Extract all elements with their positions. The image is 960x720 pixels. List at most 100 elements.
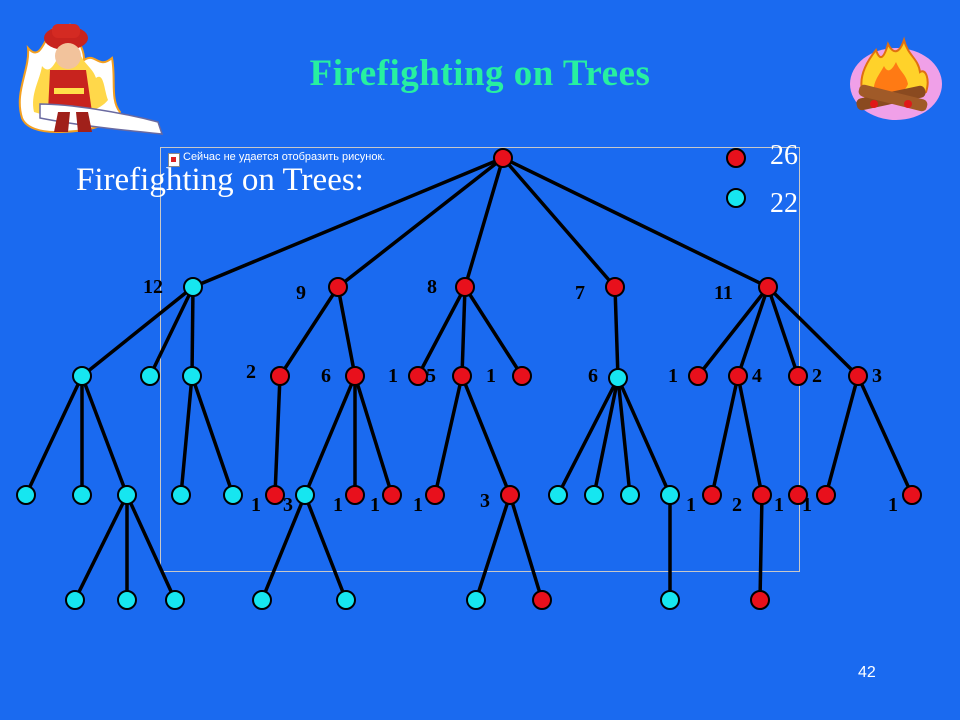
tree-node-label-E: 11	[714, 282, 733, 304]
tree-node-C1	[408, 366, 428, 386]
tree-node-label-C2: 5	[426, 365, 436, 387]
tree-node-E4b	[902, 485, 922, 505]
tree-edge-D1-D1a	[556, 377, 620, 496]
tree-node-D1b	[584, 485, 604, 505]
tree-node-label-C: 8	[427, 276, 437, 298]
tree-edge-E-E2	[736, 286, 770, 377]
legend-cyan-count: 22	[770, 188, 798, 219]
tree-node-E	[758, 277, 778, 297]
tree-edge-A3-A3b	[190, 375, 235, 496]
tree-edge-B2-B2a	[303, 375, 357, 496]
tree-node-C2b	[500, 485, 520, 505]
tree-edge-C2-C2b	[460, 375, 512, 496]
legend-red-count: 26	[770, 140, 798, 171]
tree-node-label-E1: 1	[668, 365, 678, 387]
tree-node-label-E3a: 1	[774, 494, 784, 516]
tree-node-D1d1	[660, 590, 680, 610]
tree-edge-D1-D1d	[616, 377, 672, 496]
tree-edge-E2-E2b	[736, 375, 764, 496]
tree-node-E2	[728, 366, 748, 386]
legend-dot-red	[726, 148, 746, 168]
tree-node-label-B: 9	[296, 282, 306, 304]
page-number: 42	[858, 664, 876, 681]
tree-edge-B-B1	[278, 286, 340, 377]
tree-node-label-D: 7	[575, 282, 585, 304]
tree-edge-C-C2	[460, 286, 467, 377]
tree-node-A1a	[16, 485, 36, 505]
tree-node-label-E4a: 1	[802, 494, 812, 516]
tree-edge-E2b-E2b1	[758, 494, 764, 601]
tree-edge-root-E	[502, 156, 769, 289]
tree-node-A1	[72, 366, 92, 386]
tree-node-label-E2b: 2	[732, 494, 742, 516]
tree-node-C	[455, 277, 475, 297]
tree-node-label-A: 12	[143, 276, 163, 298]
tree-node-E3	[788, 366, 808, 386]
tree-node-D1c	[620, 485, 640, 505]
tree-edge-D-D1	[613, 286, 620, 379]
broken-image-icon	[168, 153, 180, 167]
tree-node-D1a	[548, 485, 568, 505]
tree-node-A1c	[117, 485, 137, 505]
tree-node-B1	[270, 366, 290, 386]
tree-node-B2a1	[252, 590, 272, 610]
tree-node-E2b	[752, 485, 772, 505]
tree-node-D	[605, 277, 625, 297]
tree-edge-A1c-A1c1	[73, 494, 129, 601]
tree-node-label-D1: 6	[588, 365, 598, 387]
tree-node-B2b	[345, 485, 365, 505]
tree-node-B2	[345, 366, 365, 386]
tree-edge-root-A	[192, 156, 504, 289]
tree-edge-C-C3	[463, 286, 524, 377]
tree-node-label-C2b: 3	[480, 490, 490, 512]
tree-node-B1a	[265, 485, 285, 505]
tree-edge-B2a-B2a1	[260, 494, 307, 601]
tree-node-B2a	[295, 485, 315, 505]
tree-node-label-B1: 2	[246, 361, 256, 383]
tree-node-C2a	[425, 485, 445, 505]
tree-node-A	[183, 277, 203, 297]
tree-node-C2b2	[532, 590, 552, 610]
tree-edge-root-B	[336, 156, 505, 289]
tree-edge-C2b-C2b2	[508, 494, 544, 601]
tree-node-C2b1	[466, 590, 486, 610]
tree-node-E1	[688, 366, 708, 386]
tree-node-label-E4b: 1	[888, 494, 898, 516]
tree-edge-E-E1	[696, 285, 770, 378]
tree-node-B2a2	[336, 590, 356, 610]
tree-node-A3	[182, 366, 202, 386]
tree-edge-A3-A3a	[179, 375, 194, 496]
tree-edge-A-A1	[80, 285, 195, 378]
tree-node-label-E4: 3	[872, 365, 882, 387]
tree-node-A3b	[223, 485, 243, 505]
tree-node-C3	[512, 366, 532, 386]
broken-image-text: Сейчас не удается отобразить рисунок.	[183, 151, 386, 163]
tree-node-E3a	[788, 485, 808, 505]
tree-node-A3a	[171, 485, 191, 505]
tree-edge-E-E4	[766, 285, 860, 378]
tree-node-label-B2: 6	[321, 365, 331, 387]
slide-title: Firefighting on Trees	[309, 53, 651, 94]
tree-node-A1b	[72, 485, 92, 505]
tree-edge-E2-E2a	[710, 375, 740, 496]
tree-edge-A1c-A1c3	[125, 494, 177, 601]
tree-edge-B-B2	[336, 286, 357, 377]
tree-edge-B2a-B2a2	[303, 494, 348, 601]
tree-node-root	[493, 148, 513, 168]
tree-edge-A1-A1a	[24, 375, 84, 496]
tree-edge-D1-D1b	[592, 377, 620, 496]
tree-node-A1c1	[65, 590, 85, 610]
tree-node-label-E2a: 1	[686, 494, 696, 516]
broken-image-placeholder: Сейчас не удается отобразить рисунок.	[160, 147, 800, 572]
tree-node-label-B1a: 1	[251, 494, 261, 516]
tree-node-label-B2a: 3	[283, 494, 293, 516]
tree-edge-root-C	[463, 157, 505, 288]
tree-node-C2	[452, 366, 472, 386]
slide-subtitle: Firefighting on Trees:	[76, 162, 364, 198]
tree-edge-C2-C2a	[433, 375, 464, 496]
tree-node-label-C2a: 1	[413, 494, 423, 516]
tree-edge-C2b-C2b1	[474, 494, 512, 601]
tree-edge-E4-E4b	[856, 375, 914, 496]
tree-node-B2c	[382, 485, 402, 505]
tree-node-D1d	[660, 485, 680, 505]
